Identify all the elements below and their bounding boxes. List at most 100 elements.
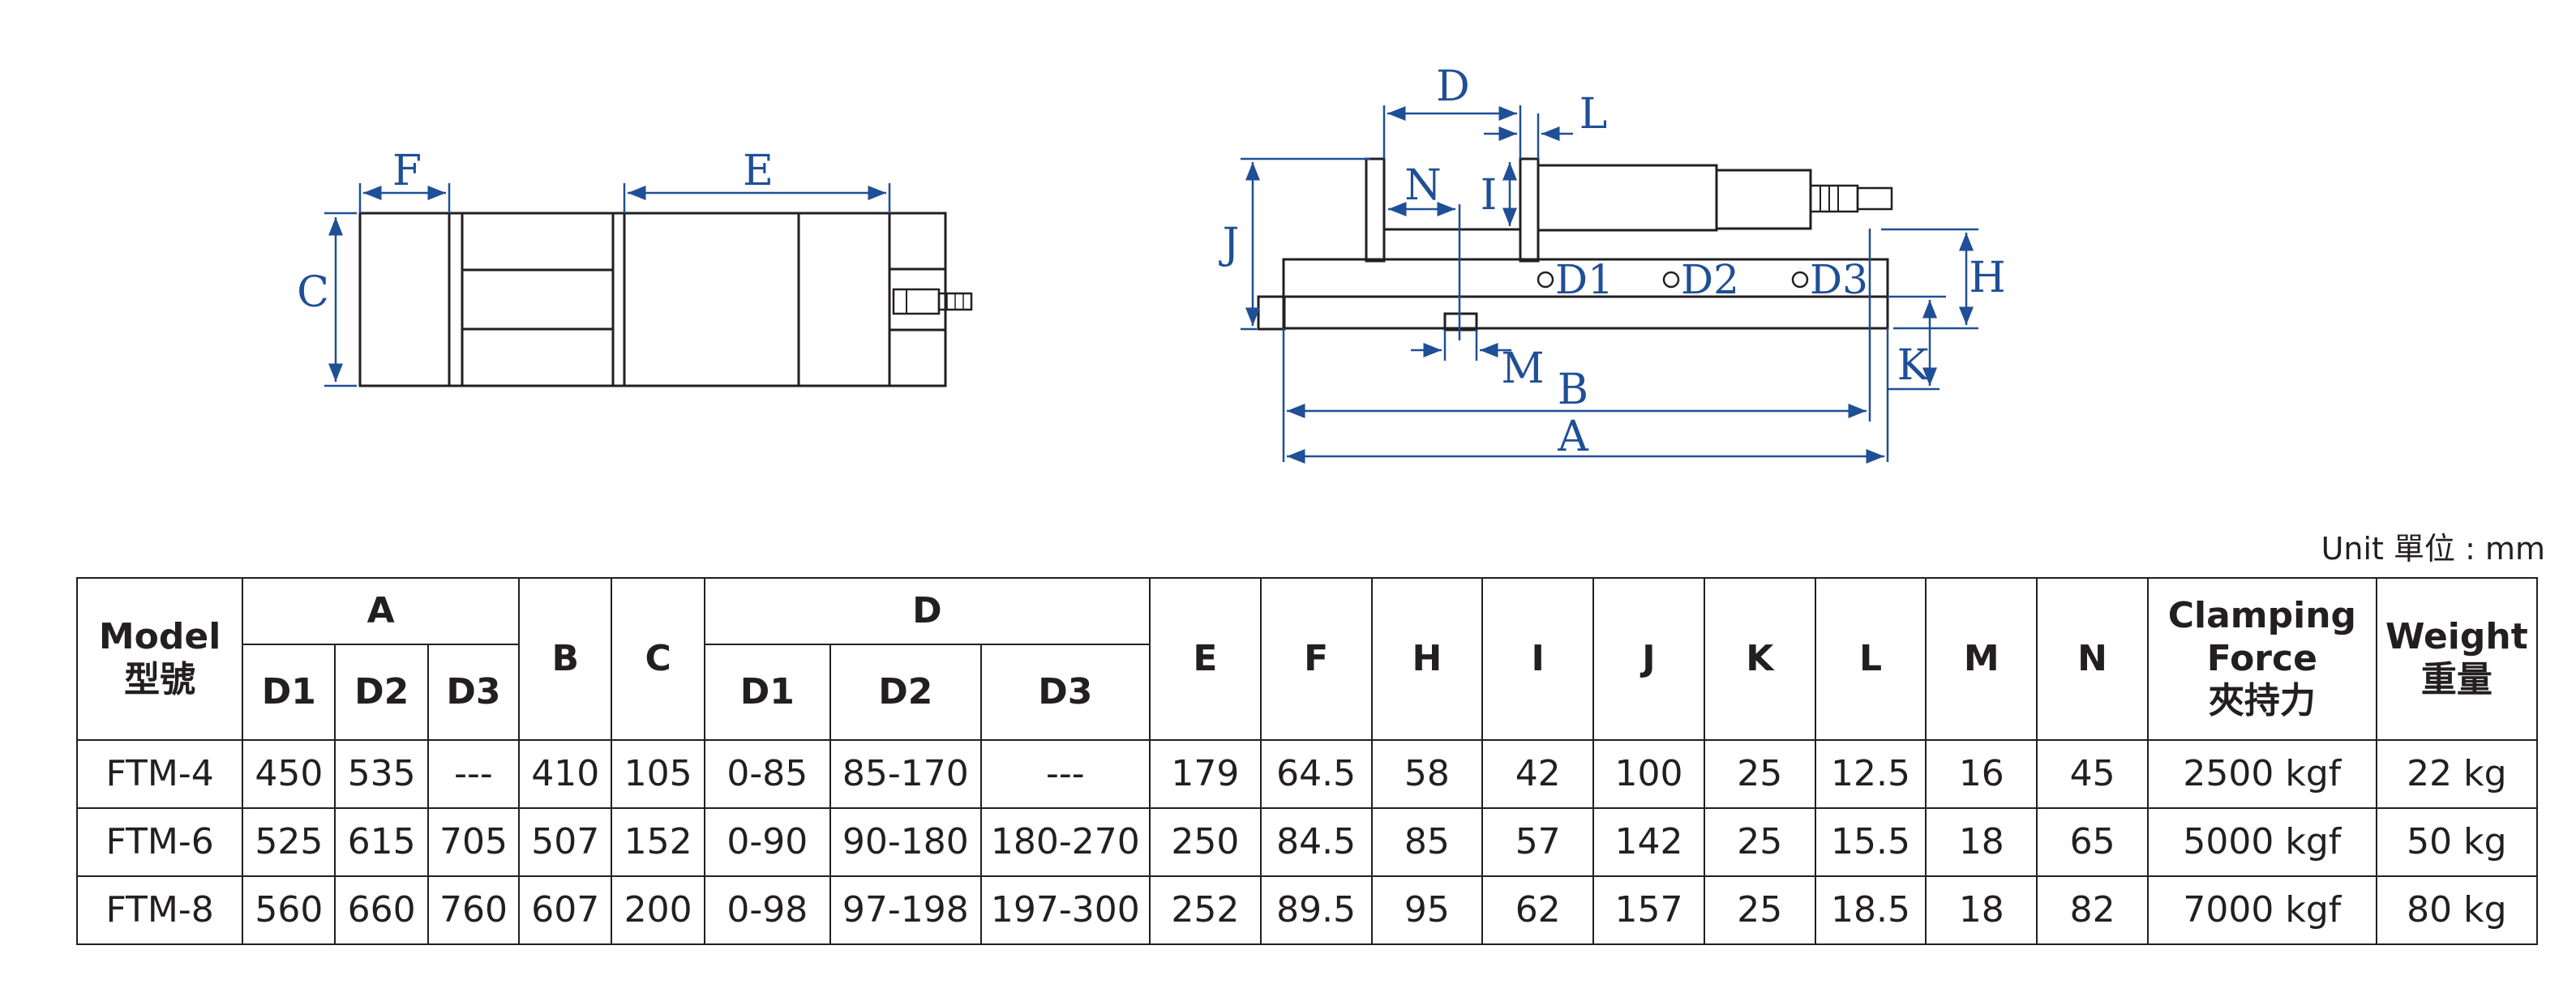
top-view bbox=[358, 212, 973, 387]
header-b: B bbox=[518, 577, 613, 741]
table-cell: 760 bbox=[426, 875, 521, 945]
table-cell: 152 bbox=[611, 807, 705, 877]
table-cell: 22 kg bbox=[2375, 739, 2539, 809]
header-h: H bbox=[1370, 577, 1484, 741]
table-cell: 100 bbox=[1592, 739, 1705, 809]
table-cell: --- bbox=[979, 739, 1151, 809]
table-cell: 50 kg bbox=[2375, 807, 2539, 877]
table-cell: 89.5 bbox=[1259, 875, 1373, 945]
header-e: E bbox=[1148, 577, 1262, 741]
fixed-jaw bbox=[1365, 157, 1386, 263]
table-cell: 660 bbox=[334, 875, 429, 945]
table-cell: 18 bbox=[1925, 875, 2038, 945]
table-cell: 95 bbox=[1370, 875, 1484, 945]
table-cell: 410 bbox=[518, 739, 613, 809]
table-cell: 507 bbox=[518, 807, 613, 877]
model-cell: FTM-6 bbox=[75, 807, 244, 877]
model-cell: FTM-4 bbox=[75, 739, 244, 809]
header-c: C bbox=[611, 577, 705, 741]
table-cell: 85 bbox=[1370, 807, 1484, 877]
table-cell: 80 kg bbox=[2375, 875, 2539, 945]
dim-label-b: B bbox=[1558, 366, 1588, 414]
position-hole-d2 bbox=[1662, 271, 1680, 289]
table-cell: 179 bbox=[1148, 739, 1262, 809]
table-cell: 0-98 bbox=[703, 875, 831, 945]
table-cell: 450 bbox=[242, 739, 336, 809]
table-cell: 7000 kgf bbox=[2146, 875, 2377, 945]
header-n: N bbox=[2036, 577, 2149, 741]
table-cell: 5000 kgf bbox=[2146, 807, 2377, 877]
table-cell: 42 bbox=[1481, 739, 1595, 809]
table-subheader-row: D1 D2 D3 D1 D2 D3 bbox=[77, 644, 2537, 741]
table-cell: 18.5 bbox=[1814, 875, 1927, 945]
table-cell: 45 bbox=[2036, 739, 2149, 809]
header-i: I bbox=[1481, 577, 1595, 741]
header-a-d2: D2 bbox=[334, 644, 429, 741]
header-d-d3: D3 bbox=[979, 644, 1151, 741]
dim-label-i: I bbox=[1481, 171, 1498, 220]
side-view bbox=[1257, 157, 1893, 332]
table-cell: 25 bbox=[1703, 739, 1816, 809]
header-d-d1: D1 bbox=[703, 644, 831, 741]
table-cell: 2500 kgf bbox=[2146, 739, 2377, 809]
position-label-d3: D3 bbox=[1810, 256, 1868, 303]
header-a-d1: D1 bbox=[242, 644, 336, 741]
table-cell: 525 bbox=[242, 807, 336, 877]
header-m: M bbox=[1925, 577, 2038, 741]
side-view-dimensions bbox=[1241, 105, 1978, 464]
table-cell: 142 bbox=[1592, 807, 1705, 877]
dim-label-f: F bbox=[392, 147, 422, 195]
dim-label-m: M bbox=[1501, 344, 1544, 393]
header-f: F bbox=[1259, 577, 1373, 741]
header-d: D bbox=[703, 577, 1151, 645]
table-cell: 84.5 bbox=[1259, 807, 1373, 877]
table-cell: 25 bbox=[1703, 875, 1816, 945]
position-label-d2: D2 bbox=[1681, 256, 1739, 303]
dim-label-k: K bbox=[1897, 341, 1930, 390]
table-cell: 65 bbox=[2036, 807, 2149, 877]
side-view-base bbox=[1282, 258, 1889, 330]
table-cell: 85-170 bbox=[829, 739, 982, 809]
table-cell: 15.5 bbox=[1814, 807, 1927, 877]
table-cell: 90-180 bbox=[829, 807, 982, 877]
header-d-d2: D2 bbox=[829, 644, 982, 741]
dim-label-n: N bbox=[1404, 161, 1442, 210]
header-k: K bbox=[1703, 577, 1816, 741]
table-cell: 197-300 bbox=[979, 875, 1151, 945]
table-cell: 180-270 bbox=[979, 807, 1151, 877]
table-cell: 200 bbox=[611, 875, 705, 945]
table-cell: 705 bbox=[426, 807, 521, 877]
movable-jaw bbox=[1519, 157, 1540, 263]
table-cell: 64.5 bbox=[1259, 739, 1373, 809]
header-l: L bbox=[1814, 577, 1927, 741]
technical-drawing: F E C bbox=[297, 62, 2006, 464]
header-a: A bbox=[242, 577, 521, 645]
dim-label-h: H bbox=[1969, 254, 2005, 302]
table-cell: 105 bbox=[611, 739, 705, 809]
table-cell: 0-90 bbox=[703, 807, 831, 877]
dim-label-d: D bbox=[1436, 62, 1470, 111]
table-cell: 82 bbox=[2036, 875, 2149, 945]
table-cell: 58 bbox=[1370, 739, 1484, 809]
table-cell: 25 bbox=[1703, 807, 1816, 877]
dim-label-e: E bbox=[743, 147, 774, 195]
table-cell: 560 bbox=[242, 875, 336, 945]
header-a-d3: D3 bbox=[426, 644, 521, 741]
dim-label-a: A bbox=[1557, 413, 1589, 461]
table-cell: 250 bbox=[1148, 807, 1262, 877]
top-view-handle bbox=[892, 288, 941, 315]
table-cell: 16 bbox=[1925, 739, 2038, 809]
table-cell: 157 bbox=[1592, 875, 1705, 945]
table-cell: 57 bbox=[1481, 807, 1595, 877]
position-hole-d1 bbox=[1537, 271, 1554, 289]
table-cell: 535 bbox=[334, 739, 429, 809]
table-cell: 0-85 bbox=[703, 739, 831, 809]
